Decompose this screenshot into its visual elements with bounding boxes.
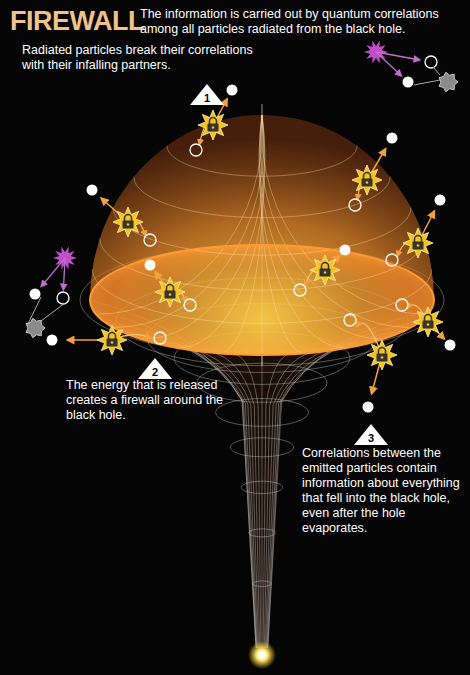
step-text: Radiated particles break their correlati… [22, 43, 258, 73]
callout-number: 3 [354, 432, 388, 444]
callout-number: 2 [138, 366, 172, 378]
step-text: Correlations between the emitted particl… [302, 446, 460, 536]
step-text: The energy that is released creates a fi… [66, 378, 226, 423]
callout-number: 1 [190, 92, 224, 104]
subtitle-note: The information is carried out by quantu… [140, 7, 462, 37]
diagram-title: FIREWALL [10, 6, 144, 36]
callout-triangle: 1 [190, 84, 224, 105]
callout-triangle: 3 [354, 424, 388, 445]
callout-triangle: 2 [138, 358, 172, 379]
